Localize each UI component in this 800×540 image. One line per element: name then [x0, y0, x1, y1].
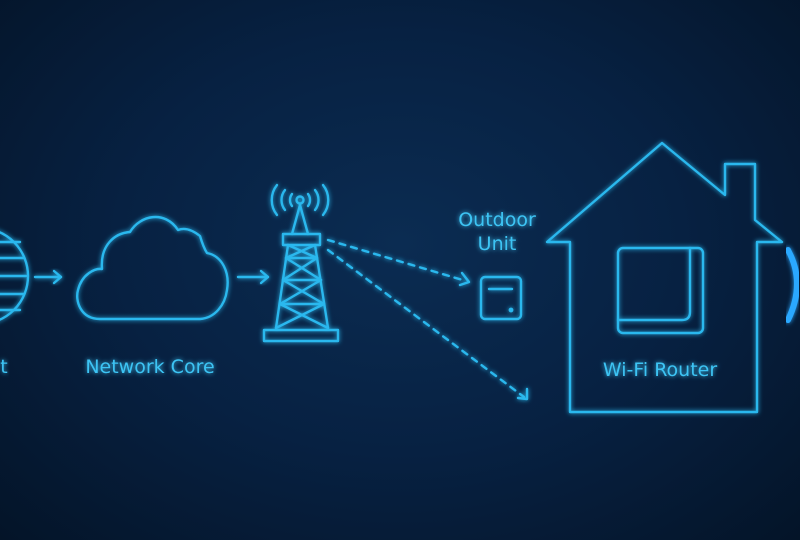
arrow-icon — [33, 269, 63, 285]
arrow-head-icon — [458, 271, 529, 401]
arrow-icon — [236, 269, 270, 285]
cloud-icon — [76, 215, 229, 321]
network-core-label: Network Core — [85, 356, 214, 378]
internet-label: t — [0, 356, 7, 378]
wireless-link — [326, 238, 526, 399]
cell-tower-icon — [262, 183, 340, 343]
globe-icon — [0, 231, 30, 321]
house-icon — [545, 141, 784, 414]
wifi-router-label: Wi-Fi Router — [603, 359, 718, 381]
outdoor-unit-label-line2: Unit — [478, 233, 517, 255]
wifi-signal-icon — [785, 247, 800, 323]
outdoor-unit-label-line1: Outdoor — [458, 209, 536, 231]
router-icon — [616, 246, 705, 335]
outdoor-unit-icon — [479, 275, 523, 321]
